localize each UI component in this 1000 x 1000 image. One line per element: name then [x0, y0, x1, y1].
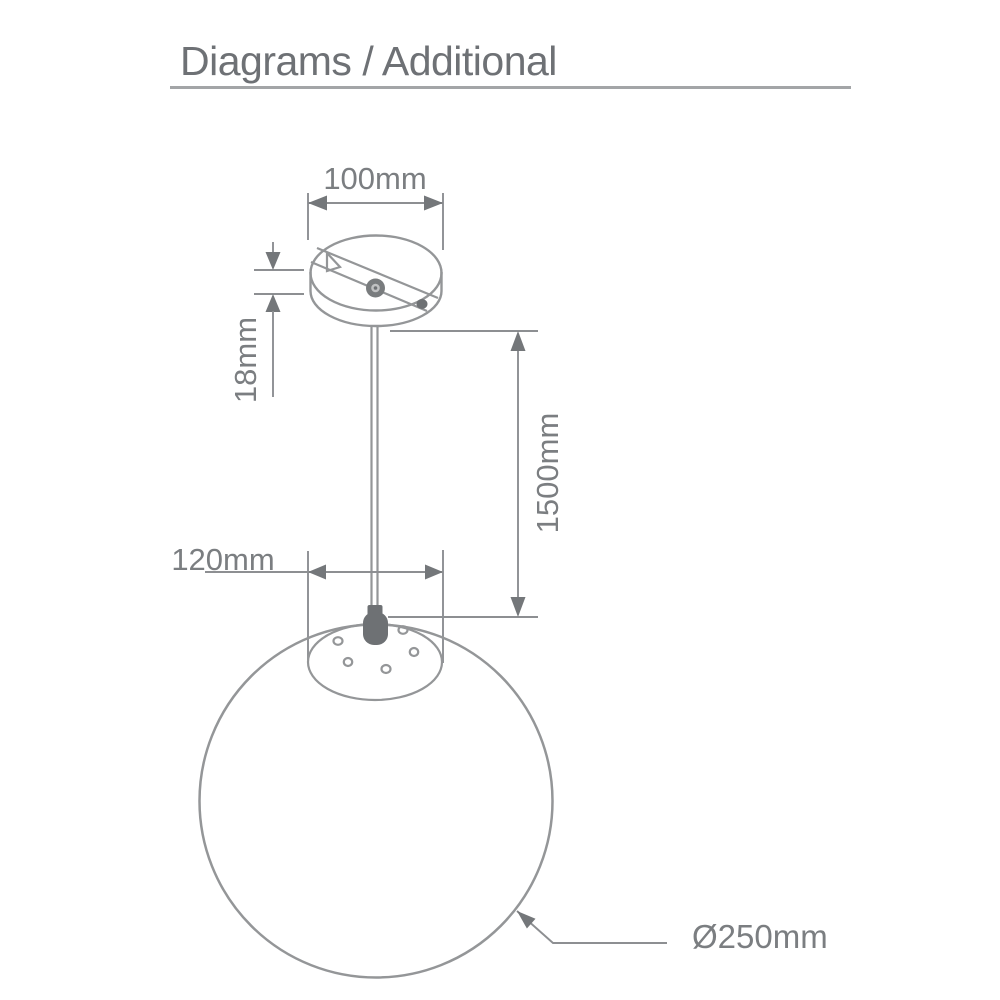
arrow-left-icon	[308, 195, 327, 211]
arrow-up-icon	[265, 294, 281, 312]
globe-shade	[198, 623, 554, 979]
arrow-up-left-icon	[517, 911, 536, 929]
dimension-canopy-width: 100mm	[307, 161, 444, 250]
arrow-right-icon	[424, 195, 443, 211]
arrow-down-icon	[510, 597, 526, 617]
vent-hole	[380, 663, 392, 675]
canopy-height-label: 18mm	[228, 317, 263, 403]
ceiling-canopy	[309, 234, 443, 328]
vent-hole	[342, 656, 354, 668]
arrow-up-icon	[510, 331, 526, 351]
title-divider	[170, 86, 851, 89]
vent-hole	[397, 625, 409, 635]
dimension-canopy-height: 18mm	[228, 242, 304, 403]
page-title: Diagrams / Additional	[180, 38, 557, 84]
canopy-cable-hole	[416, 299, 428, 309]
canopy-bracket	[325, 250, 342, 273]
vent-hole	[408, 646, 420, 658]
suspension-length-label: 1500mm	[530, 413, 565, 534]
shade-diameter-label: Ø250mm	[692, 918, 828, 955]
canopy-width-label: 100mm	[323, 161, 426, 196]
arrow-down-icon	[265, 252, 281, 270]
dimension-gallery-width: 120mm	[171, 542, 444, 663]
arrow-right-icon	[425, 564, 443, 580]
mounting-crossbar	[316, 246, 439, 300]
suspension-cable	[370, 327, 379, 608]
arrow-left-icon	[308, 564, 326, 580]
dimension-suspension-length: 1500mm	[388, 330, 565, 618]
dimension-shade-diameter: Ø250mm	[516, 910, 828, 955]
canopy-screw	[366, 278, 385, 298]
cable-connector	[363, 605, 388, 645]
vent-hole	[332, 636, 344, 646]
